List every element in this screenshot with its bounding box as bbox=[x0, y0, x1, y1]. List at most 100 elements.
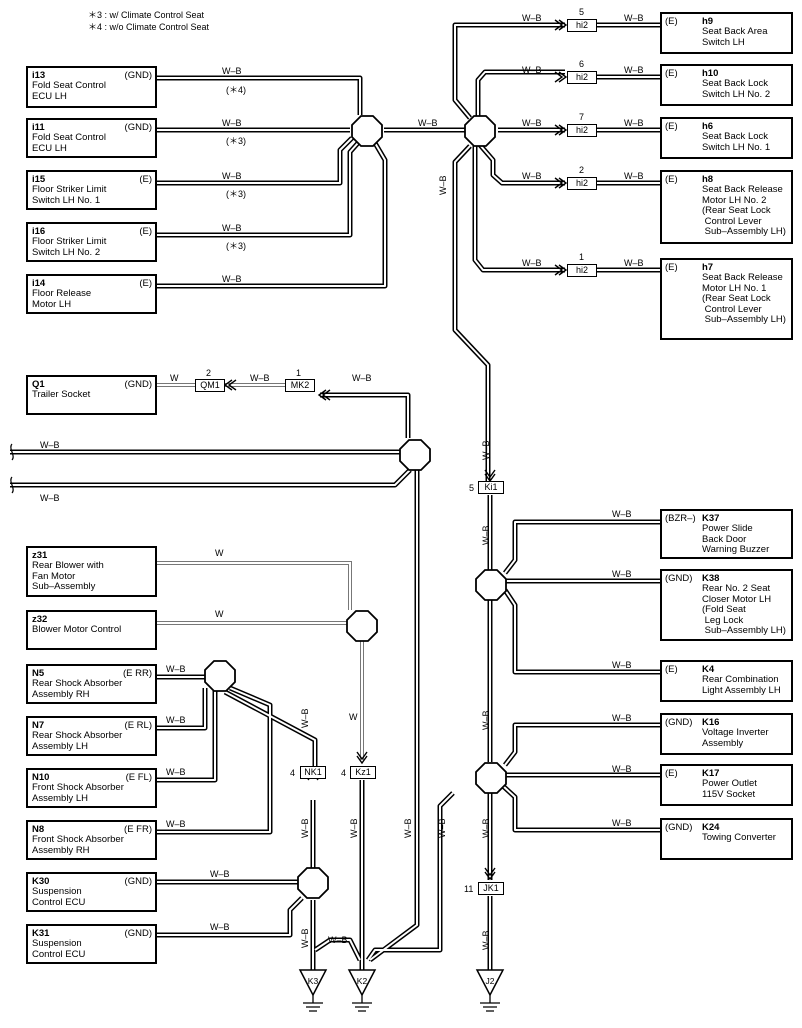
component-K37: K37 Power Slide Back Door Warning Buzzer… bbox=[660, 509, 793, 559]
component-name: Floor Striker Limit Switch LH No. 2 bbox=[32, 236, 107, 258]
ground-J2: J2 bbox=[485, 976, 495, 986]
component-name: Towing Converter bbox=[702, 832, 776, 843]
component-name: Rear Shock Absorber Assembly LH bbox=[32, 730, 123, 752]
component-code: h8 bbox=[702, 174, 714, 185]
pin-number: 11 bbox=[464, 884, 474, 894]
pin-label: (GND) bbox=[124, 122, 152, 133]
wire-color-label: W–B bbox=[481, 710, 491, 730]
component-code: K16 bbox=[702, 717, 720, 728]
component-K16: K16 Voltage Inverter Assembly (GND) bbox=[660, 713, 793, 755]
wire-color-label: W–B bbox=[300, 708, 310, 728]
component-name: Floor Release Motor LH bbox=[32, 288, 92, 310]
component-K38: K38 Rear No. 2 Seat Closer Motor LH (Fol… bbox=[660, 569, 793, 641]
component-h8: h8 Seat Back Release Motor LH No. 2 (Rea… bbox=[660, 170, 793, 244]
condition-label: (＊3) bbox=[226, 189, 246, 199]
component-N8: N8 Front Shock Absorber Assembly RH (E F… bbox=[26, 820, 157, 860]
pin-label: (BZR–) bbox=[665, 513, 696, 524]
pin-label: (E RR) bbox=[122, 668, 152, 679]
component-name: Voltage Inverter Assembly bbox=[702, 727, 769, 749]
wire-color-label: W–B bbox=[438, 175, 448, 195]
component-name: Power Outlet 115V Socket bbox=[702, 778, 757, 800]
component-name: Suspension Control ECU bbox=[32, 886, 86, 908]
note-no-climate: ＊4 : w/o Climate Control Seat bbox=[88, 22, 210, 32]
pin-number: 4 bbox=[341, 768, 347, 778]
pin-label: (GND) bbox=[665, 573, 693, 584]
wire-color-label: W–B bbox=[481, 440, 491, 460]
wire-color-label: W–B bbox=[612, 764, 632, 774]
pin-number: 1 bbox=[296, 368, 302, 378]
pin-number: 7 bbox=[579, 112, 585, 122]
wire-color-label: W–B bbox=[349, 818, 359, 838]
component-code: z31 bbox=[32, 550, 48, 561]
component-h7: h7 Seat Back Release Motor LH No. 1 (Rea… bbox=[660, 258, 793, 340]
wire-color-label: W–B bbox=[522, 13, 542, 23]
component-code: h7 bbox=[702, 262, 714, 273]
component-name: Fold Seat Control ECU LH bbox=[32, 132, 106, 154]
connector-MK2: MK2 bbox=[285, 379, 315, 392]
wire-color-label: W–B bbox=[222, 118, 242, 128]
pin-number: 4 bbox=[290, 768, 296, 778]
connector-hi2-5: hi2 bbox=[567, 19, 597, 32]
component-name: Power Slide Back Door Warning Buzzer bbox=[702, 523, 770, 555]
connector-hi2-1: hi2 bbox=[567, 264, 597, 277]
component-i13: i13 Fold Seat Control ECU LH (GND) bbox=[26, 66, 157, 108]
wire-color-label: W–B bbox=[40, 440, 60, 450]
wire-color-label: W–B bbox=[418, 118, 438, 128]
component-z32: z32 Blower Motor Control bbox=[26, 610, 157, 650]
component-i14: i14 Floor Release Motor LH (E) bbox=[26, 274, 157, 314]
wire-color-label: W–B bbox=[250, 373, 270, 383]
wire-color-label: W–B bbox=[612, 818, 632, 828]
component-i11: i11 Fold Seat Control ECU LH (GND) bbox=[26, 118, 157, 158]
component-code: N8 bbox=[32, 824, 45, 835]
connector-QM1: QM1 bbox=[195, 379, 225, 392]
wire-color-label: W bbox=[349, 712, 358, 722]
component-K24: K24 Towing Converter (GND) bbox=[660, 818, 793, 860]
wire-color-label: W–B bbox=[612, 509, 632, 519]
component-K30: K30 Suspension Control ECU (GND) bbox=[26, 872, 157, 912]
connector-hi2-2: hi2 bbox=[567, 177, 597, 190]
ground-K3: K3 bbox=[307, 976, 319, 986]
wire-color-label: W–B bbox=[624, 171, 644, 181]
pin-label: (GND) bbox=[665, 822, 693, 833]
wire-color-label: W–B bbox=[612, 660, 632, 670]
component-code: K37 bbox=[702, 513, 720, 524]
pin-label: (GND) bbox=[124, 379, 152, 390]
pin-label: (E) bbox=[665, 262, 678, 273]
condition-label: (＊4) bbox=[226, 85, 246, 95]
component-h6: h6 Seat Back Lock Switch LH No. 1 (E) bbox=[660, 117, 793, 159]
wire-color-label: W–B bbox=[612, 569, 632, 579]
wire-color-label: W bbox=[215, 548, 224, 558]
component-name: Suspension Control ECU bbox=[32, 938, 86, 960]
component-code: h10 bbox=[702, 68, 719, 79]
pin-label: (E) bbox=[139, 226, 152, 237]
connector-JK1: JK1 bbox=[478, 882, 504, 895]
component-name: Seat Back Area Switch LH bbox=[702, 26, 768, 48]
wire-color-label: W–B bbox=[40, 493, 60, 503]
pin-label: (GND) bbox=[124, 928, 152, 939]
wire-color-label: W–B bbox=[166, 819, 186, 829]
wire-color-label: W–B bbox=[222, 274, 242, 284]
wire-color-label: W–B bbox=[210, 869, 230, 879]
pin-number: 6 bbox=[579, 59, 585, 69]
pin-number: 2 bbox=[579, 165, 585, 175]
pin-label: (GND) bbox=[124, 70, 152, 81]
pin-label: (E) bbox=[665, 768, 678, 779]
note-climate: ＊3 : w/ Climate Control Seat bbox=[88, 10, 205, 20]
pin-label: (E) bbox=[665, 664, 678, 675]
pin-number: 1 bbox=[579, 252, 585, 262]
wire-color-label: W–B bbox=[522, 118, 542, 128]
condition-label: (＊3) bbox=[226, 241, 246, 251]
wire-color-label: W bbox=[170, 373, 179, 383]
component-code: i15 bbox=[32, 174, 46, 185]
wire-color-label: W–B bbox=[166, 715, 186, 725]
component-code: i16 bbox=[32, 226, 46, 237]
component-name: Seat Back Lock Switch LH No. 2 bbox=[702, 78, 771, 100]
pin-label: (E) bbox=[665, 16, 678, 27]
pin-label: (GND) bbox=[124, 876, 152, 887]
wire-color-label: W–B bbox=[166, 664, 186, 674]
component-K17: K17 Power Outlet 115V Socket (E) bbox=[660, 764, 793, 806]
component-code: K4 bbox=[702, 664, 715, 675]
wire-color-label: W–B bbox=[222, 66, 242, 76]
component-code: K30 bbox=[32, 876, 50, 887]
